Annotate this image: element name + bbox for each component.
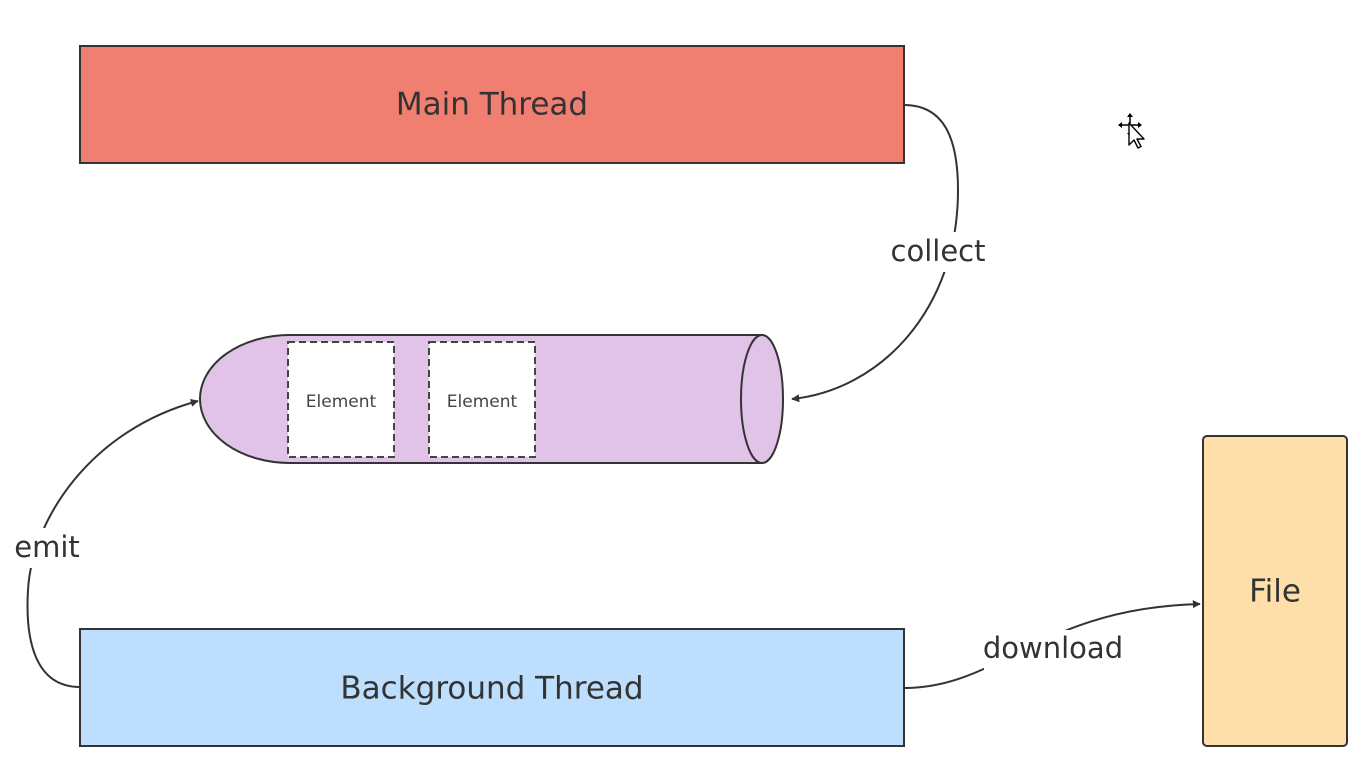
- main-thread-box: [79, 45, 905, 164]
- main-thread-node[interactable]: Main Thread: [79, 45, 905, 164]
- collect-edge[interactable]: collect: [791, 104, 988, 403]
- emit-label-bg: [10, 528, 84, 568]
- queue-element-label: Element: [447, 392, 518, 412]
- emit-edge[interactable]: emit: [10, 399, 199, 688]
- background-thread-label: Background Thread: [340, 671, 643, 707]
- queue-element[interactable]: Element: [287, 341, 395, 458]
- emit-label: emit: [14, 530, 80, 564]
- queue-node[interactable]: Element Element: [199, 334, 784, 464]
- collect-label: collect: [891, 234, 986, 268]
- background-thread-box: [79, 628, 905, 747]
- queue-element-box: [287, 341, 395, 458]
- queue-element[interactable]: Element: [428, 341, 536, 458]
- download-label-bg: [984, 630, 1122, 670]
- main-thread-label: Main Thread: [396, 87, 588, 123]
- download-edge[interactable]: download: [903, 600, 1201, 689]
- collect-connector: [791, 104, 960, 403]
- collect-label-bg: [888, 232, 988, 272]
- file-label: File: [1249, 574, 1301, 610]
- file-box: [1202, 435, 1348, 747]
- queue-element-label: Element: [306, 392, 377, 412]
- queue-element-box: [428, 341, 536, 458]
- queue-end-cap: [740, 334, 784, 464]
- file-node[interactable]: File: [1202, 435, 1348, 747]
- move-cursor-icon: [1118, 113, 1145, 149]
- download-label: download: [983, 631, 1123, 665]
- background-thread-node[interactable]: Background Thread: [79, 628, 905, 747]
